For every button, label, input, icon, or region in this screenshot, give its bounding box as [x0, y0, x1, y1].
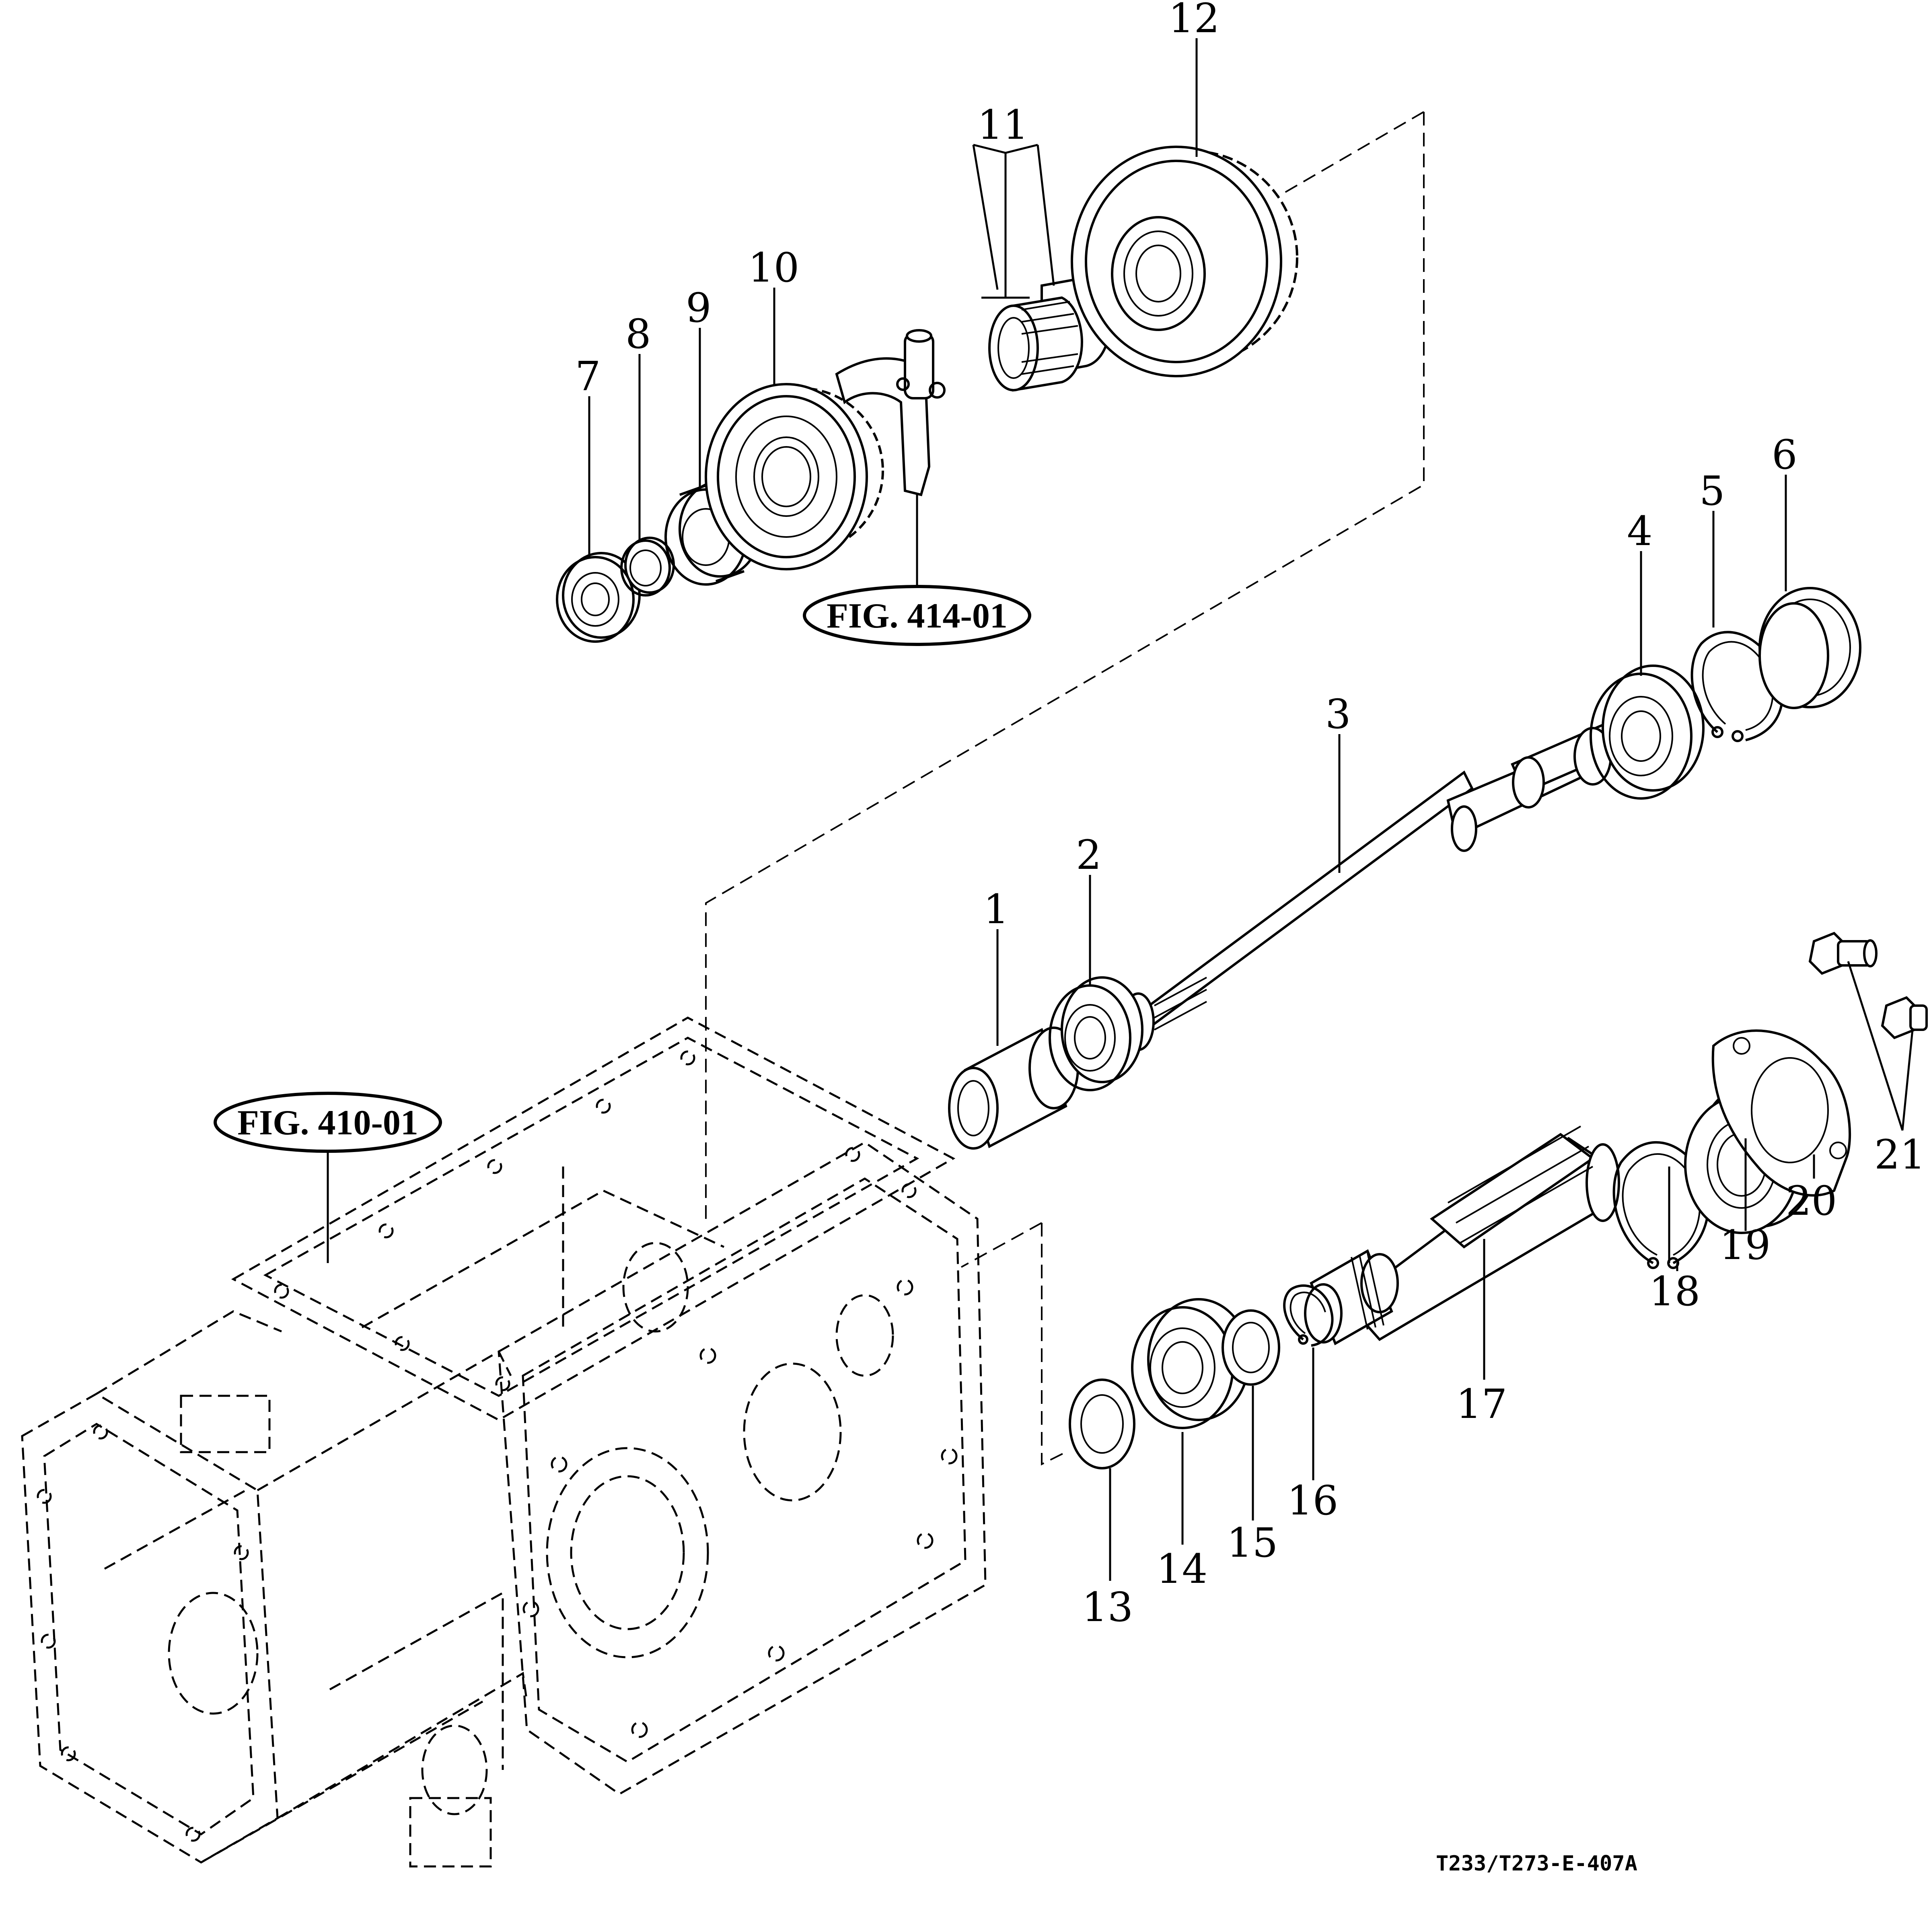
- phantom-guide-lines: [705, 111, 1425, 1466]
- part-6-ring: [1758, 587, 1861, 709]
- part-12-large-gear: [1071, 146, 1298, 377]
- callout-14: 14: [1156, 1545, 1207, 1593]
- callout-7: 7: [575, 353, 601, 400]
- part-8-collar: [620, 537, 675, 597]
- part-16-snap-ring: [1283, 1284, 1334, 1347]
- figure-ref-upper[interactable]: FIG. 414-01: [803, 585, 1031, 646]
- part-7-ball-bearing: [556, 552, 641, 643]
- callout-20: 20: [1786, 1177, 1837, 1224]
- part-3-shaft: [1122, 722, 1618, 1051]
- callout-10: 10: [748, 244, 799, 291]
- part-10-gear: [705, 383, 884, 570]
- leader-lines: [327, 38, 1914, 1581]
- part-4-bearing: [1590, 665, 1705, 800]
- shift-fork: [835, 329, 946, 496]
- figure-ref-lower-label: FIG. 410-01: [237, 1103, 418, 1142]
- callout-4: 4: [1627, 508, 1653, 555]
- callout-17: 17: [1456, 1381, 1507, 1428]
- callout-3: 3: [1325, 691, 1351, 738]
- callout-8: 8: [625, 311, 651, 358]
- callout-6: 6: [1772, 431, 1797, 478]
- callout-16: 16: [1287, 1477, 1338, 1524]
- figure-ref-lower[interactable]: FIG. 410-01: [214, 1092, 442, 1153]
- callout-9: 9: [686, 284, 712, 331]
- transmission-case: [21, 1016, 987, 1868]
- callout-15: 15: [1227, 1519, 1278, 1566]
- callout-11: 11: [977, 101, 1028, 148]
- part-21-bolts: [1808, 932, 1928, 1039]
- part-15-washer: [1222, 1309, 1280, 1386]
- callout-21: 21: [1874, 1131, 1925, 1178]
- callout-5: 5: [1699, 467, 1725, 514]
- callout-2: 2: [1076, 831, 1102, 879]
- drawing-code: T233/T273-E-407A: [1436, 1852, 1637, 1876]
- part-1-sleeve: [948, 1027, 1079, 1150]
- callout-12: 12: [1168, 0, 1220, 42]
- part-20-cover-plate: [1711, 1029, 1851, 1197]
- figure-ref-upper-label: FIG. 414-01: [827, 597, 1008, 636]
- callout-13: 13: [1082, 1584, 1133, 1631]
- callout-1: 1: [983, 886, 1009, 933]
- part-5-snap-ring: [1690, 631, 1784, 742]
- callout-18: 18: [1649, 1268, 1700, 1315]
- callout-labels: 1 2 3 4 5 6 7 8 9 10 11 12 13 14 15 16 1…: [575, 0, 1925, 1631]
- callout-19: 19: [1719, 1222, 1771, 1269]
- part-17-shaft: [1304, 1125, 1620, 1346]
- part-13-washer: [1069, 1379, 1135, 1469]
